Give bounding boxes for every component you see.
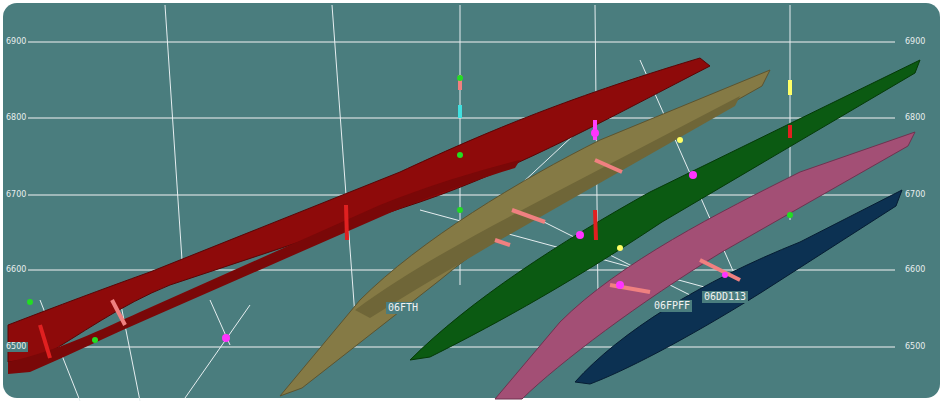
drillhole-label: 06FTH xyxy=(386,302,420,314)
axis-label: 6900 xyxy=(4,37,28,47)
axis-label: 6700 xyxy=(4,190,28,200)
sample-dots xyxy=(27,75,793,343)
model-background xyxy=(3,3,940,398)
axis-label: 6900 xyxy=(903,37,927,47)
axis-label: 6800 xyxy=(903,113,927,123)
drillhole-label: 06FPFF xyxy=(652,300,692,312)
ore-bodies xyxy=(8,58,920,399)
drillhole-label: 06DD113 xyxy=(702,291,748,303)
axis-label: 6700 xyxy=(903,190,927,200)
axis-label: 6800 xyxy=(4,113,28,123)
axis-label: 6500 xyxy=(903,342,927,352)
axis-label: 6500 xyxy=(4,342,28,352)
assay-intervals xyxy=(40,75,790,358)
axis-label: 6600 xyxy=(903,265,927,275)
axis-label: 6600 xyxy=(4,265,28,275)
